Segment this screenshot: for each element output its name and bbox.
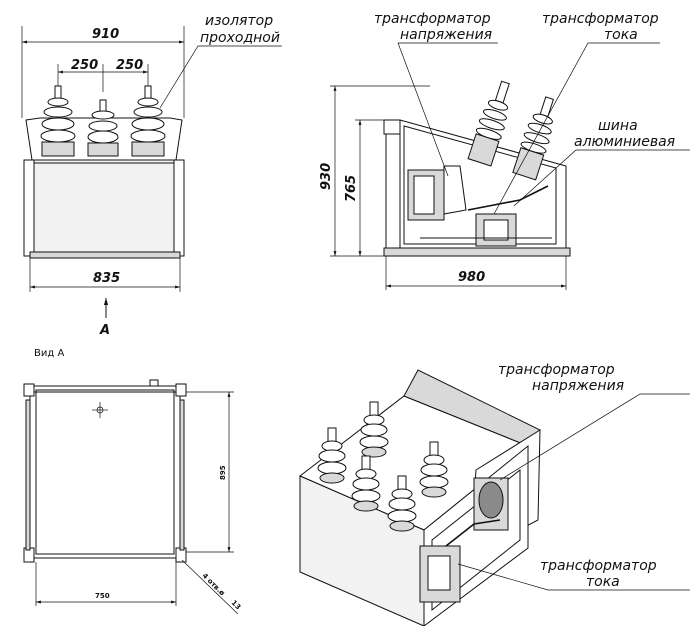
side-base [383, 247, 571, 257]
dim-pitch-right: 250 [116, 58, 143, 73]
label-ct-line2: тока [604, 27, 638, 43]
leader-vt [397, 42, 498, 177]
label-busbar-line2: алюминиевая [574, 134, 675, 150]
bushing-right [130, 85, 166, 157]
dim-base-width: 835 [93, 271, 120, 286]
dim-holes: 4 отв.ø [201, 572, 227, 598]
iso-bushing [419, 441, 449, 498]
label-bushing-line1: изолятор [205, 13, 273, 29]
dim-width-750: 750 [95, 592, 110, 600]
iso-ct-core [419, 545, 461, 603]
iso-label-vt-line2: напряжения [532, 378, 624, 394]
side-rail-right [173, 159, 185, 257]
side-strip [179, 399, 185, 551]
corner-lug [175, 383, 187, 397]
isometric-view: трансформатор напряжения трансформатор т… [299, 362, 690, 626]
dim-hole-size: 13 [230, 599, 243, 612]
bottom-plate [29, 385, 181, 559]
lifting-lug [383, 119, 401, 135]
front-view: 910 250 250 [21, 13, 282, 338]
dim-height-895: 895 [219, 465, 227, 480]
iso-bushing [351, 455, 381, 512]
iso-vt-winding [478, 481, 504, 519]
vt-winding [413, 175, 435, 215]
iso-bushing [317, 427, 347, 484]
bottom-inner [35, 389, 175, 555]
dim-overall-width: 910 [92, 27, 119, 42]
centre-hole [96, 406, 104, 414]
busbar [467, 185, 549, 211]
side-view: 930 765 [319, 11, 690, 290]
label-busbar-line1: шина [598, 118, 638, 134]
label-bushing-line2: проходной [200, 30, 280, 46]
leader-holes [181, 559, 239, 615]
dim-depth: 980 [458, 270, 485, 285]
leader-busbar [513, 149, 690, 207]
side-bushing-1 [467, 80, 510, 167]
leader-bushing [159, 45, 282, 109]
iso-front-face [299, 475, 425, 626]
tab [149, 379, 159, 387]
corner-lug [23, 383, 35, 397]
iso-busbar [445, 519, 501, 547]
base-plate [29, 251, 181, 259]
iso-ct-window [427, 555, 451, 591]
side-strip [25, 399, 31, 551]
side-rail-left [23, 159, 35, 257]
vt-bracket [443, 165, 467, 215]
label-vt-line1: трансформатор [374, 11, 491, 27]
side-bushing-2 [512, 96, 555, 181]
dim-total-height: 930 [319, 163, 334, 190]
bushing-center [87, 99, 119, 157]
view-arrow-label: A [99, 323, 110, 338]
iso-bushing [359, 401, 389, 458]
housing-inner [403, 125, 557, 245]
bushing-left [40, 85, 76, 157]
iso-label-vt-line1: трансформатор [498, 362, 615, 378]
iso-label-ct-line1: трансформатор [540, 558, 657, 574]
label-ct-line1: трансформатор [542, 11, 659, 27]
ct-window [483, 219, 509, 241]
iso-label-ct-line2: тока [586, 574, 620, 590]
bottom-view: Вид А 895 750 4 отв.ø 13 [23, 348, 243, 615]
dim-body-height: 765 [344, 175, 359, 202]
leader-ct [493, 42, 660, 215]
label-vt-line2: напряжения [400, 27, 492, 43]
dim-pitch-left: 250 [71, 58, 98, 73]
switchgear-body [31, 159, 177, 253]
iso-bushing [387, 475, 417, 532]
leader-iso-ct [457, 563, 690, 591]
leader-iso-vt [499, 393, 690, 481]
view-title: Вид А [34, 348, 64, 359]
